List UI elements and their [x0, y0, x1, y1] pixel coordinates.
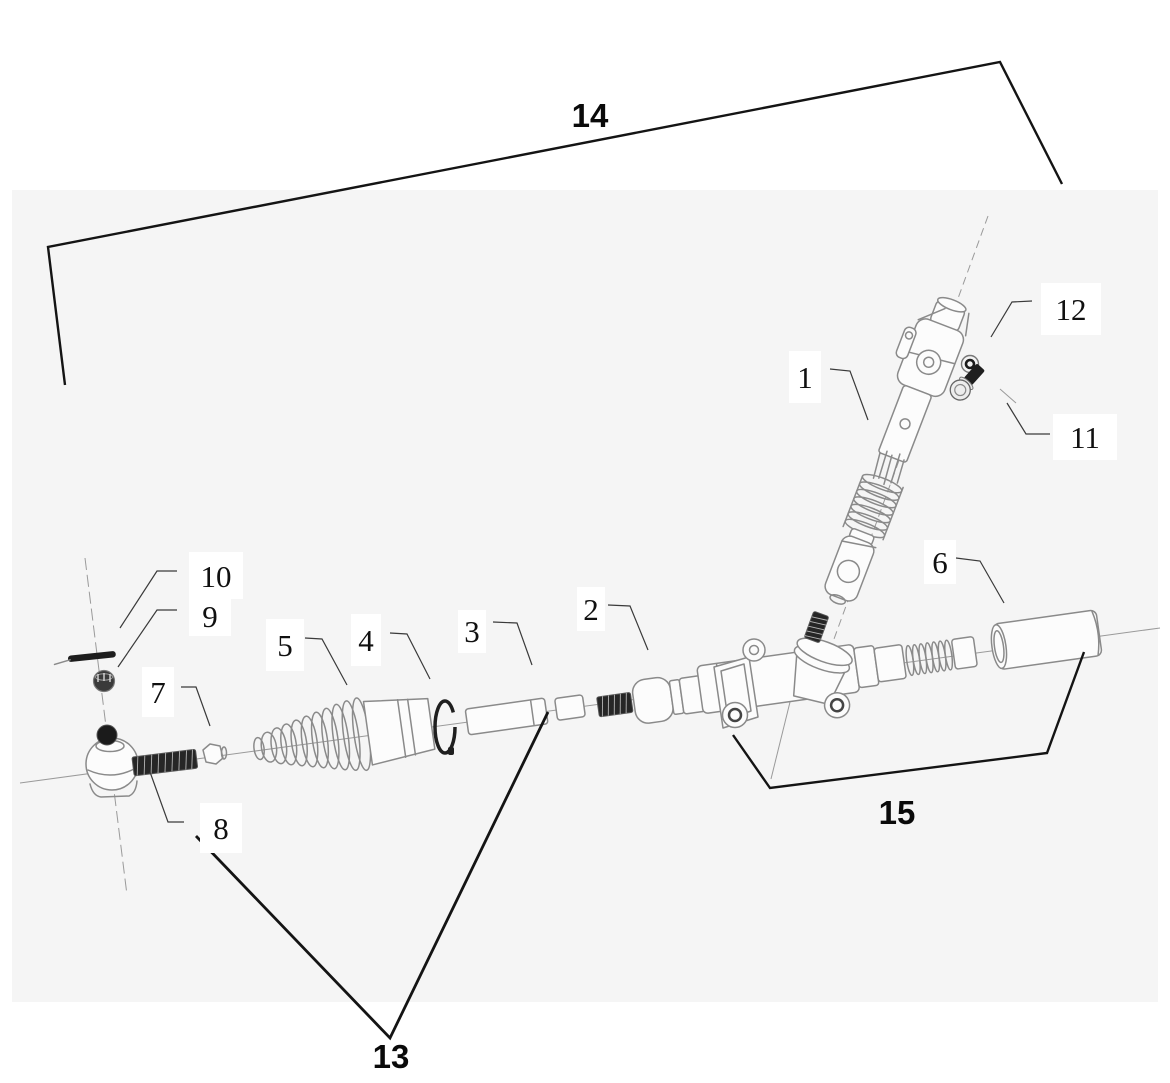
callout-10: 10 [189, 552, 243, 599]
leader-12 [990, 300, 1033, 338]
callout-14-label: 14 [572, 97, 609, 134]
callout-15-label: 15 [879, 794, 916, 831]
callout-7-label: 7 [150, 675, 166, 710]
callout-11-label: 11 [1070, 420, 1100, 455]
callout-4-box [351, 614, 381, 666]
callout-5: 5 [266, 619, 304, 671]
callout-4: 4 [351, 614, 381, 666]
callout-8-label: 8 [213, 811, 229, 846]
callout-12-box [1041, 283, 1101, 335]
callout-5-box [266, 619, 304, 671]
callout-11: 11 [1053, 414, 1117, 460]
callout-2-box [577, 587, 605, 631]
callout-8-box [200, 803, 242, 853]
callout-3: 3 [458, 610, 486, 653]
callout-7: 7 [142, 667, 174, 717]
callout-8: 8 [200, 803, 242, 853]
part-boot-bellows [253, 697, 436, 772]
part-cotter-pin [53, 651, 116, 666]
callout-2: 2 [577, 587, 605, 631]
leader-11 [1006, 402, 1050, 435]
callout-10-box [189, 552, 243, 599]
callout-1-label: 1 [797, 360, 813, 395]
leader-6 [955, 557, 1005, 604]
callout-6: 6 [924, 540, 956, 584]
leader-4 [389, 632, 431, 680]
callout-12-label: 12 [1056, 292, 1087, 327]
leader-2 [607, 604, 649, 651]
callout-11-box [1053, 414, 1117, 460]
pinion-centerline [770, 701, 791, 780]
callout-6-label: 6 [932, 545, 948, 580]
part-tie-rod-threads [131, 748, 199, 777]
leader-10 [119, 570, 177, 629]
vee-13-line [194, 711, 550, 1041]
callout-12: 12 [1041, 283, 1101, 335]
callout-10-label: 10 [201, 559, 232, 594]
part-intermediate-shaft [824, 296, 970, 605]
leader-8 [149, 771, 184, 823]
callout-5-label: 5 [277, 628, 293, 663]
leader-5 [304, 637, 348, 686]
callout-13-label: 13 [373, 1038, 410, 1075]
callout-1-box [789, 351, 821, 403]
callout-9-box [189, 596, 231, 636]
leader-3 [492, 621, 533, 666]
part-snap-ring [433, 699, 457, 755]
callout-9-label: 9 [202, 599, 218, 634]
bolt-axis-line [999, 388, 1017, 404]
callout-3-label: 3 [464, 614, 480, 649]
callout-1: 1 [789, 351, 821, 403]
callout-2-label: 2 [583, 592, 599, 627]
callout-3-box [458, 610, 486, 653]
bracket-14-line [46, 60, 1064, 386]
part-tie-rod-end [85, 724, 139, 798]
part-rack-threads [596, 692, 634, 718]
leader-lines [117, 300, 1050, 823]
callout-7-box [142, 667, 174, 717]
tie-rod-stud-centerline [84, 557, 128, 896]
leader-1 [829, 368, 869, 421]
part-gear-housing [696, 611, 978, 729]
leader-7 [181, 686, 211, 727]
leader-9 [117, 609, 177, 668]
part-spacer-tube [464, 694, 586, 736]
part-nut [202, 743, 228, 765]
callout-6-box [924, 540, 956, 584]
part-pinch-bolt [949, 364, 985, 401]
bracket-15-line [732, 651, 1086, 790]
part-column-tube [990, 609, 1103, 670]
callout-9: 9 [189, 596, 231, 636]
callout-4-label: 4 [358, 623, 374, 658]
part-castle-nut [92, 669, 116, 693]
